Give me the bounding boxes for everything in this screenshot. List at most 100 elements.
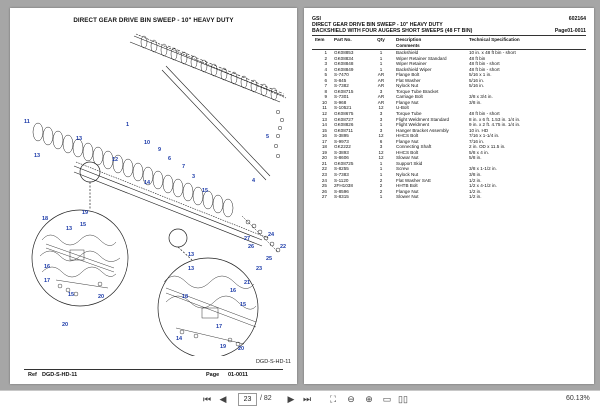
callout-13e: 13: [188, 266, 194, 272]
callout-17: 17: [44, 278, 50, 284]
part-item: 19: [321, 149, 327, 155]
part-qty: 6: [379, 138, 383, 144]
part-number: S-8315: [334, 194, 349, 200]
part-spec: 3/8 in.: [469, 172, 482, 178]
two-page-view-icon[interactable]: ▯▯: [398, 394, 408, 404]
callout-20: 20: [98, 294, 104, 300]
part-qty: 1: [379, 122, 383, 128]
single-page-view-icon[interactable]: ▭: [382, 394, 392, 404]
part-spec: 5/16 in.: [469, 77, 485, 83]
part-qty: 12: [378, 149, 384, 155]
part-spec: 48 ft bin: [469, 55, 486, 61]
part-spec: 9 in. x 2 ft. 4.75 in. 1/4 in.: [469, 122, 521, 128]
part-qty: AR: [377, 99, 385, 105]
part-qty: 3: [379, 88, 383, 94]
fit-page-icon[interactable]: ⛶: [329, 394, 337, 404]
part-number: GK08849: [334, 66, 354, 72]
page-number-input[interactable]: [238, 393, 257, 406]
part-qty: 2: [379, 188, 383, 194]
exploded-diagram: 11 13 13 12 1 10 9 6 7 3 14 15 4 5 27 26…: [24, 33, 286, 356]
callout-20c: 20: [62, 322, 68, 328]
last-page-icon[interactable]: ⏭: [302, 394, 312, 404]
part-number: GK08675: [334, 111, 354, 117]
part-description: Flange Nut: [396, 188, 419, 194]
part-item: 14: [321, 122, 327, 128]
zoom-out-icon[interactable]: ⊖: [347, 394, 355, 404]
part-description: Torque Tube Bracket: [396, 88, 439, 94]
part-description: Slowar Nut: [396, 155, 419, 161]
part-qty: 1: [379, 172, 383, 178]
zoom-in-icon[interactable]: ⊕: [365, 394, 373, 404]
callout-22: 22: [280, 244, 286, 250]
part-item: 18: [321, 144, 327, 150]
part-spec: 1/2 in.: [469, 177, 482, 183]
parts-header: GSI 602164 DIRECT GEAR DRIVE BIN SWEEP -…: [312, 16, 586, 35]
part-item: 5: [324, 72, 327, 78]
part-description: Connecting Shaft: [396, 144, 432, 150]
part-item: 25: [321, 183, 327, 189]
next-page-icon[interactable]: ▶: [287, 394, 295, 404]
page-left: DIRECT GEAR DRIVE BIN SWEEP - 10" HEAVY …: [10, 8, 297, 384]
callout-27: 27: [244, 236, 250, 242]
part-number: S-3895: [334, 133, 349, 139]
part-number: S-10521: [334, 105, 352, 111]
page-right: GSI 602164 DIRECT GEAR DRIVE BIN SWEEP -…: [304, 8, 594, 384]
part-spec: 5/16 x 1 in.: [469, 72, 492, 78]
part-item: 12: [321, 111, 327, 117]
part-description: Flight Weldment Standard: [396, 116, 450, 122]
part-qty: 12: [378, 133, 384, 139]
col-item: Item: [315, 37, 325, 42]
document-viewport[interactable]: DIRECT GEAR DRIVE BIN SWEEP - 10" HEAVY …: [0, 0, 600, 390]
callout-19b: 19: [220, 344, 226, 350]
callout-16: 16: [44, 264, 50, 270]
part-item: 11: [322, 105, 327, 111]
column-rule: [312, 49, 586, 50]
callout-13b: 13: [76, 136, 82, 142]
part-item: 7: [324, 83, 327, 89]
zoom-level[interactable]: 60.13%: [566, 395, 590, 402]
part-description: Flange Nut: [396, 99, 419, 105]
parts-title: DIRECT GEAR DRIVE BIN SWEEP - 10" HEAVY …: [312, 22, 443, 29]
callout-21: 21: [244, 280, 250, 286]
part-description: Support Skid: [396, 160, 423, 166]
part-number: S-968: [334, 99, 347, 105]
part-item: 2: [324, 55, 327, 61]
part-item: 9: [324, 94, 327, 100]
part-item: 23: [321, 172, 327, 178]
part-description: Screw: [396, 166, 409, 172]
part-item: 1: [324, 50, 327, 55]
part-qty: AR: [377, 72, 385, 78]
first-page-icon[interactable]: ⏮: [202, 394, 212, 404]
part-number: 2FH1038: [334, 183, 353, 189]
part-qty: 3: [379, 116, 383, 122]
part-description: Flat Washer SAE: [396, 177, 432, 183]
part-description: Flight Weldment: [396, 122, 430, 128]
part-number: S-845: [334, 77, 347, 83]
part-qty: 1: [379, 66, 383, 72]
part-qty: 1: [379, 194, 383, 200]
part-qty: 3: [379, 144, 383, 150]
part-spec: 7/16 in.: [469, 138, 485, 144]
part-number: S-1120: [334, 177, 349, 183]
callout-18b: 18: [182, 294, 188, 300]
prev-page-icon[interactable]: ◀: [219, 394, 227, 404]
part-number: GK08848: [334, 61, 354, 67]
callout-18: 18: [42, 216, 48, 222]
part-qty: 2: [379, 177, 383, 183]
part-qty: 1: [379, 50, 383, 55]
callout-15d: 15: [240, 302, 246, 308]
part-item: 6: [324, 77, 327, 83]
part-description: Flange Bolt: [396, 72, 420, 78]
callout-11: 11: [24, 119, 30, 125]
part-description: Slower Nut: [396, 194, 419, 200]
part-spec: 3/8 x 3/4 in.: [469, 94, 493, 100]
callout-5: 5: [266, 134, 269, 140]
diagram-title: DIRECT GEAR DRIVE BIN SWEEP - 10" HEAVY …: [73, 17, 234, 24]
